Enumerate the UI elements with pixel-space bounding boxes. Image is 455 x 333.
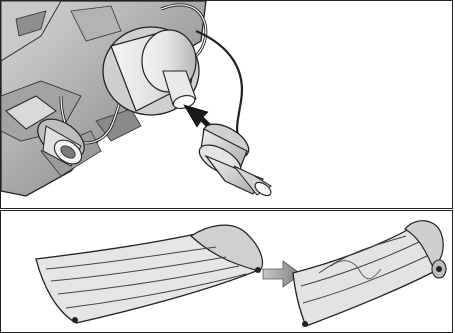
pump-nozzle-illustration xyxy=(1,1,453,209)
mattress-roll-illustration xyxy=(1,211,453,333)
mattress-roll-panel xyxy=(0,210,453,333)
rolling-mattress xyxy=(293,221,446,327)
flat-mattress xyxy=(36,225,263,323)
pump-outlet xyxy=(103,27,199,115)
pump-nozzle-panel xyxy=(0,0,453,209)
nozzle-attachment xyxy=(195,117,274,198)
